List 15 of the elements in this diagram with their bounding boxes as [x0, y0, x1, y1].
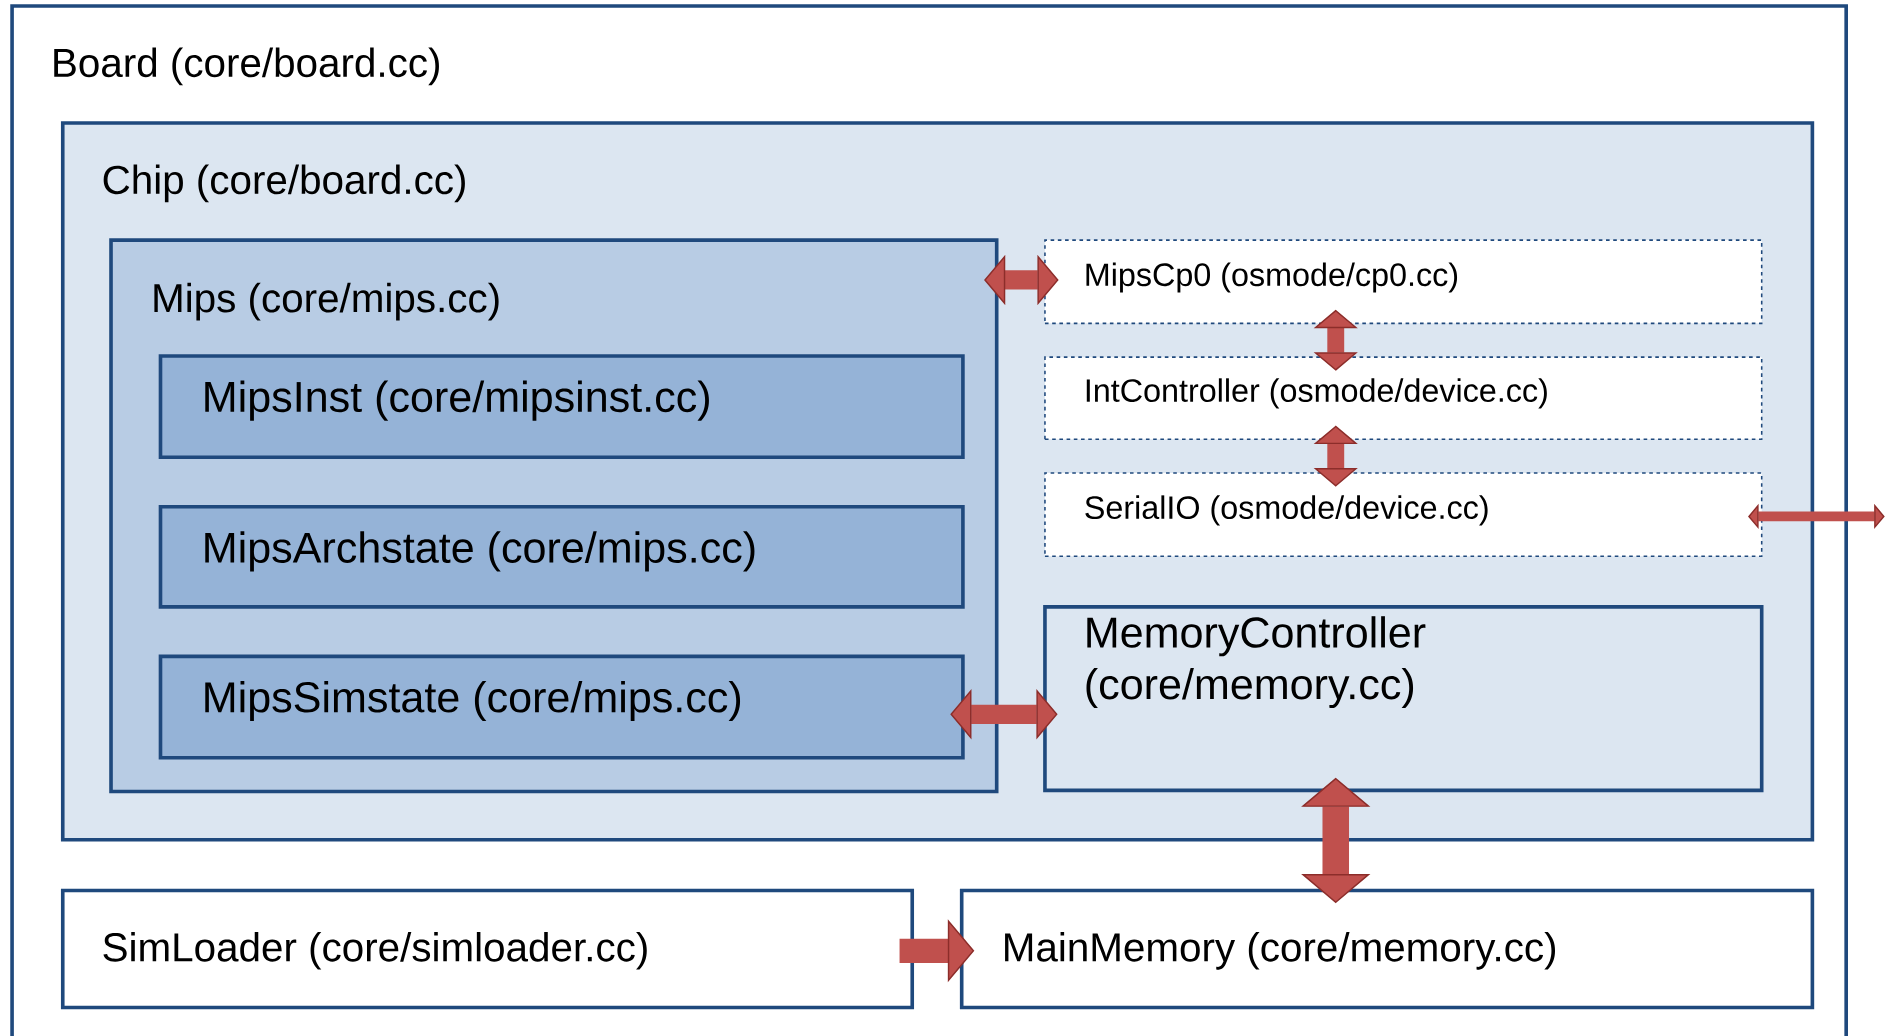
- block-arrow: [1313, 425, 1358, 487]
- component-box: SimLoader (core/simloader.cc): [60, 888, 915, 1010]
- block-arrow: [1748, 503, 1885, 529]
- block-arrow: [1301, 777, 1371, 903]
- block-arrow: [950, 688, 1058, 740]
- component-box: MipsInst (core/mipsinst.cc): [158, 353, 965, 459]
- component-box: IntController (osmode/device.cc): [1044, 356, 1763, 440]
- block-arrow: [984, 254, 1059, 305]
- block-arrow: [1313, 309, 1358, 371]
- component-box: MipsCp0 (osmode/cp0.cc): [1044, 239, 1763, 324]
- component-box: MipsArchstate (core/mips.cc): [158, 504, 965, 609]
- component-box: MainMemory (core/memory.cc): [959, 888, 1815, 1010]
- component-box: MemoryController (core/memory.cc): [1043, 604, 1764, 792]
- component-box: SerialIO (osmode/device.cc): [1044, 471, 1763, 557]
- component-box: MipsSimstate (core/mips.cc): [158, 654, 965, 760]
